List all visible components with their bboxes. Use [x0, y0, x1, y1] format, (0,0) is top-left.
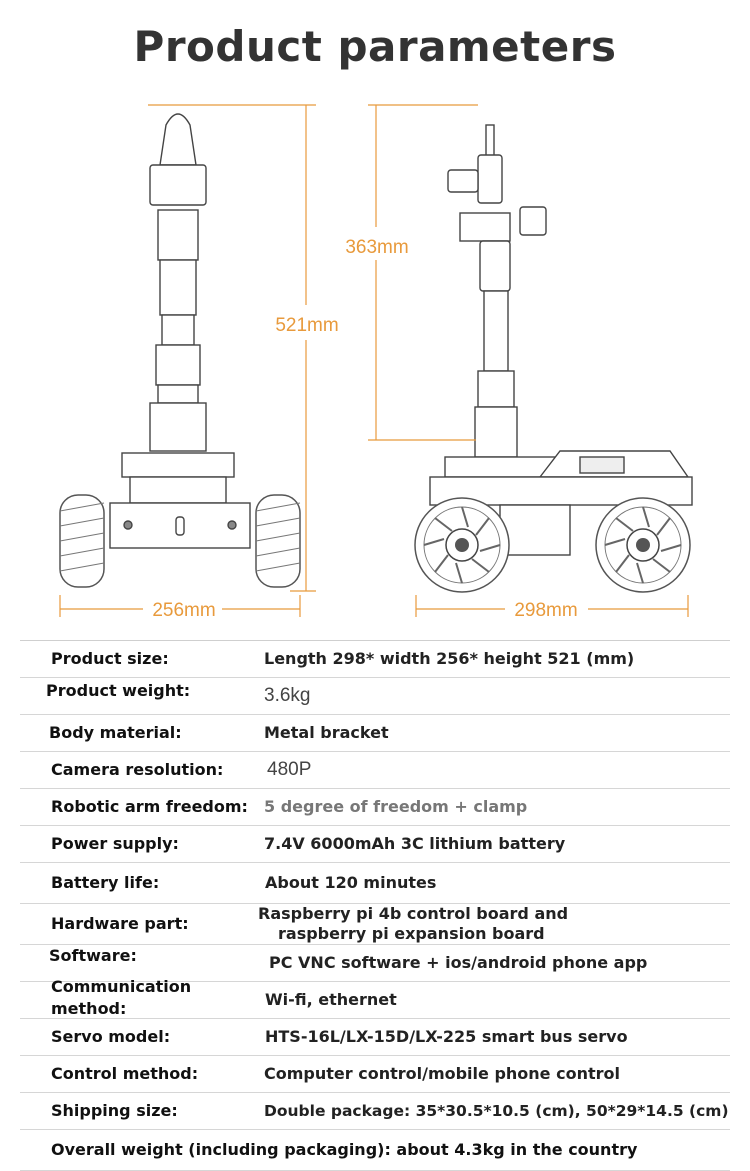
spec-value: 7.4V 6000mAh 3C lithium battery	[264, 834, 566, 853]
spec-label-line2: method:	[51, 999, 127, 1018]
spec-row-shipping-size: Shipping size: Double package: 35*30.5*1…	[20, 1093, 730, 1130]
spec-value: Metal bracket	[264, 723, 389, 742]
spec-value: 5 degree of freedom + clamp	[264, 797, 528, 816]
spec-row-battery-life: Battery life: About 120 minutes	[20, 863, 730, 904]
spec-row-communication: Communication method: Wi-fi, ethernet	[20, 978, 730, 1019]
spec-value: HTS-16L/LX-15D/LX-225 smart bus servo	[265, 1027, 628, 1046]
spec-value: About 120 minutes	[265, 873, 437, 892]
spec-label: Camera resolution:	[51, 760, 224, 779]
spec-label: Shipping size:	[51, 1101, 178, 1120]
spec-value: PC VNC software + ios/android phone app	[269, 953, 648, 972]
spec-label: Software:	[49, 946, 137, 965]
spec-value: Double package: 35*30.5*10.5 (cm), 50*29…	[264, 1102, 729, 1120]
spec-value-line2: raspberry pi expansion board	[278, 924, 545, 943]
spec-row-product-size: Product size: Length 298* width 256* hei…	[20, 641, 730, 678]
length-dimension-298	[415, 595, 689, 617]
height-dimension-521	[148, 104, 316, 592]
spec-row-servo-model: Servo model: HTS-16L/LX-15D/LX-225 smart…	[20, 1019, 730, 1056]
spec-value: Length 298* width 256* height 521 (mm)	[264, 649, 635, 668]
spec-label: Power supply:	[51, 834, 179, 853]
spec-label-line1: Communication	[51, 977, 192, 996]
spec-row-control-method: Control method: Computer control/mobile …	[20, 1056, 730, 1093]
dim-298-label: 298mm	[514, 600, 577, 621]
spec-value: 3.6kg	[264, 685, 311, 706]
spec-label: Servo model:	[51, 1027, 171, 1046]
height-dimension-363	[368, 104, 478, 441]
robot-drawings: 521mm 363mm 256mm 298mm	[59, 104, 693, 621]
spec-label: Control method:	[51, 1064, 199, 1083]
spec-value-line1: Raspberry pi 4b control board and	[258, 904, 569, 923]
spec-label: Overall weight (including packaging): ab…	[51, 1140, 638, 1159]
front-view-robot	[109, 113, 251, 549]
width-dimension-256	[59, 595, 301, 617]
spec-table: Product size: Length 298* width 256* hei…	[20, 640, 730, 1171]
spec-value: Computer control/mobile phone control	[264, 1064, 620, 1083]
spec-row-power-supply: Power supply: 7.4V 6000mAh 3C lithium ba…	[20, 826, 730, 863]
side-view-robot	[429, 124, 693, 556]
spec-value: Wi-fi, ethernet	[265, 990, 397, 1009]
spec-row-arm-freedom: Robotic arm freedom: 5 degree of freedom…	[20, 789, 730, 826]
spec-row-overall-weight: Overall weight (including packaging): ab…	[20, 1130, 730, 1171]
spec-row-camera-resolution: Camera resolution: 480P	[20, 752, 730, 789]
spec-row-product-weight: Product weight: 3.6kg	[20, 678, 730, 715]
spec-label: Product weight:	[46, 681, 191, 700]
dim-256-label: 256mm	[152, 600, 215, 621]
dim-521-label: 521mm	[275, 315, 338, 336]
robot-dimension-figure: 521mm 363mm 256mm 298mm	[0, 95, 750, 630]
spec-label: Hardware part:	[51, 914, 189, 933]
spec-label: Body material:	[49, 723, 182, 742]
spec-label: Product size:	[51, 649, 169, 668]
spec-row-body-material: Body material: Metal bracket	[20, 715, 730, 752]
spec-label: Robotic arm freedom:	[51, 797, 248, 816]
spec-value: 480P	[267, 759, 312, 780]
dim-363-label: 363mm	[345, 237, 408, 258]
spec-label: Battery life:	[51, 873, 160, 892]
page-title: Product parameters	[133, 22, 617, 71]
spec-row-hardware-part: Hardware part: Raspberry pi 4b control b…	[20, 904, 730, 945]
spec-row-software: Software: PC VNC software + ios/android …	[20, 945, 730, 982]
